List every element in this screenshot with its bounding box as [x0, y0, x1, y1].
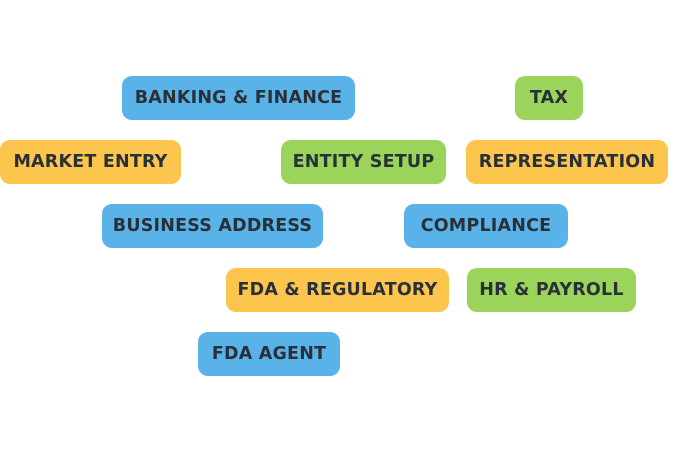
tag-label: TAX [529, 88, 569, 108]
tag-label: ENTITY SETUP [292, 152, 435, 172]
tag-tax[interactable]: TAX [515, 76, 583, 120]
tag-label: MARKET ENTRY [13, 152, 168, 172]
tag-label: HR & PAYROLL [479, 280, 624, 300]
tag-label: COMPLIANCE [420, 216, 552, 236]
tag-label: BANKING & FINANCE [134, 88, 343, 108]
tag-label: REPRESENTATION [478, 152, 656, 172]
tag-representation[interactable]: REPRESENTATION [466, 140, 668, 184]
tag-market-entry[interactable]: MARKET ENTRY [0, 140, 181, 184]
tag-compliance[interactable]: COMPLIANCE [404, 204, 568, 248]
tag-label: BUSINESS ADDRESS [112, 216, 313, 236]
tag-label: FDA AGENT [211, 344, 327, 364]
tag-label: FDA & REGULATORY [237, 280, 438, 300]
tag-fda-agent[interactable]: FDA AGENT [198, 332, 340, 376]
tag-hr-payroll[interactable]: HR & PAYROLL [467, 268, 636, 312]
tag-entity-setup[interactable]: ENTITY SETUP [281, 140, 446, 184]
tag-business-address[interactable]: BUSINESS ADDRESS [102, 204, 323, 248]
tag-banking-finance[interactable]: BANKING & FINANCE [122, 76, 355, 120]
tag-fda-regulatory[interactable]: FDA & REGULATORY [226, 268, 449, 312]
